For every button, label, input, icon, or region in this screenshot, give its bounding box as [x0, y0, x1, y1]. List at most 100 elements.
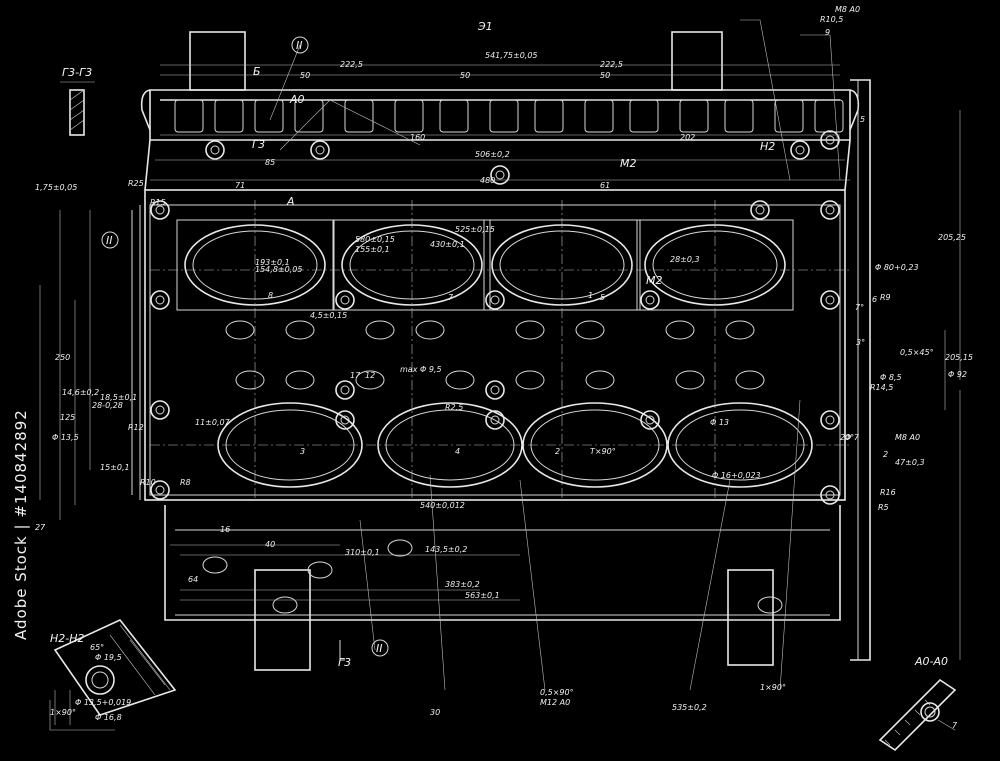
callout-a: A: [286, 195, 295, 208]
valve-port: [365, 320, 395, 340]
callout-b: Б: [253, 65, 261, 78]
bolt-hole-inner: [210, 145, 220, 155]
bolt-hole-inner: [645, 295, 655, 305]
callout-markers: [101, 36, 389, 661]
bolt-hole: [490, 165, 510, 185]
bolt-hole-inner: [795, 145, 805, 155]
callout-g3-a: Г3: [252, 138, 265, 151]
dimension-text: R8: [180, 478, 191, 487]
dimension-text: 193±0,1: [255, 258, 290, 267]
dimension-text: Φ 16,8: [95, 713, 122, 722]
dimension-text: 143,5±0,2: [425, 545, 467, 554]
pan-hole: [202, 556, 228, 574]
dimension-text: Φ 13,5+0,019: [75, 698, 131, 707]
dimension-text: 535±0,2: [672, 703, 707, 712]
dimension-text: Φ 7: [845, 433, 860, 442]
valve-port: [415, 320, 445, 340]
top-rib: [724, 99, 754, 133]
dimension-text: 1,75±0,05: [35, 183, 77, 192]
top-rib: [814, 99, 844, 133]
dimension-text: 205,15: [945, 353, 973, 362]
top-rib: [439, 99, 469, 133]
top-rib: [629, 99, 659, 133]
bolt-hole: [335, 290, 355, 310]
top-rib: [174, 99, 204, 133]
dimension-text: Φ 19,5: [95, 653, 122, 662]
bolt-hole: [150, 480, 170, 500]
dimension-text: Φ 13: [710, 418, 729, 427]
callout-g3-b: Г3: [338, 656, 351, 669]
dimension-text: 16: [220, 525, 230, 534]
dimension-text: 310±0,1: [345, 548, 380, 557]
bolt-hole: [485, 290, 505, 310]
dimension-text: 15±0,1: [100, 463, 130, 472]
top-rib: [774, 99, 804, 133]
dimension-text: 383±0,2: [445, 580, 480, 589]
top-rib: [679, 99, 709, 133]
callout-a0: A0: [289, 93, 305, 106]
dimension-text: 580±0,15: [355, 235, 395, 244]
dimension-lines: [39, 19, 961, 691]
dimension-text: 2: [555, 447, 560, 456]
bolt-hole-inner: [490, 295, 500, 305]
top-rib: [584, 99, 614, 133]
bolt-hole: [820, 290, 840, 310]
dimension-text: 125: [60, 413, 75, 422]
section-g3: [60, 81, 95, 136]
dimension-text: 3°: [856, 338, 865, 347]
dimension-text: 480: [480, 176, 495, 185]
bolt-hole: [485, 410, 505, 430]
bolt-hole: [485, 380, 505, 400]
dimension-text: 11±0,07: [195, 418, 231, 427]
pan-hole: [272, 596, 298, 614]
bolt-hole: [150, 290, 170, 310]
pan-hole: [757, 596, 783, 614]
callout-h2: H2: [760, 140, 775, 153]
dimension-text: 430±0,1: [430, 240, 465, 249]
dimension-text: 47±0,3: [895, 458, 925, 467]
dimension-text: 71: [235, 181, 245, 190]
bolt-hole-inner: [825, 135, 835, 145]
bolt-hole: [150, 200, 170, 220]
dimension-text: 28-0,28: [92, 401, 123, 410]
dimension-text: R2,5: [445, 403, 463, 412]
dimension-text: 64: [188, 575, 198, 584]
valve-port: [665, 320, 695, 340]
top-rib: [534, 99, 564, 133]
dimension-text: 2: [883, 450, 888, 459]
top-rib: [214, 99, 244, 133]
dimension-text: 27: [35, 523, 46, 532]
valve-port: [355, 370, 385, 390]
top-rib: [489, 99, 519, 133]
dimension-text: M12 A0: [540, 698, 570, 707]
dimension-text: R16: [880, 488, 896, 497]
callout-ii-bottom: II: [376, 642, 383, 655]
cylinder-row-upper: [176, 219, 794, 390]
bolt-hole-inner: [825, 205, 835, 215]
dimension-text: 1×90°: [50, 708, 76, 717]
valve-port: [285, 320, 315, 340]
dimension-text: R15: [150, 198, 166, 207]
centerlines: [150, 200, 850, 500]
dimension-text: R12: [128, 423, 144, 432]
dimension-text: 0,5×45°: [900, 348, 934, 357]
dimension-text: 222,5: [340, 60, 363, 69]
dimension-text: 7: [952, 721, 958, 730]
dimension-text: 0,5×90°: [540, 688, 574, 697]
bolt-hole: [150, 400, 170, 420]
dimension-text: 18,5±0,1: [100, 393, 137, 402]
bolt-hole: [820, 410, 840, 430]
dimension-text: 160: [410, 133, 425, 142]
bolt-holes: [150, 130, 840, 614]
dimension-text: Φ 8,5: [880, 373, 902, 382]
valve-port: [585, 370, 615, 390]
bolt-hole-inner: [340, 385, 350, 395]
bolt-hole-inner: [825, 490, 835, 500]
dimension-text: R10: [140, 478, 156, 487]
bolt-hole-inner: [315, 145, 325, 155]
dimension-text: 61: [600, 181, 610, 190]
dimension-text: T×90°: [590, 447, 616, 456]
section-label-g3: Г3-Г3: [62, 66, 92, 79]
